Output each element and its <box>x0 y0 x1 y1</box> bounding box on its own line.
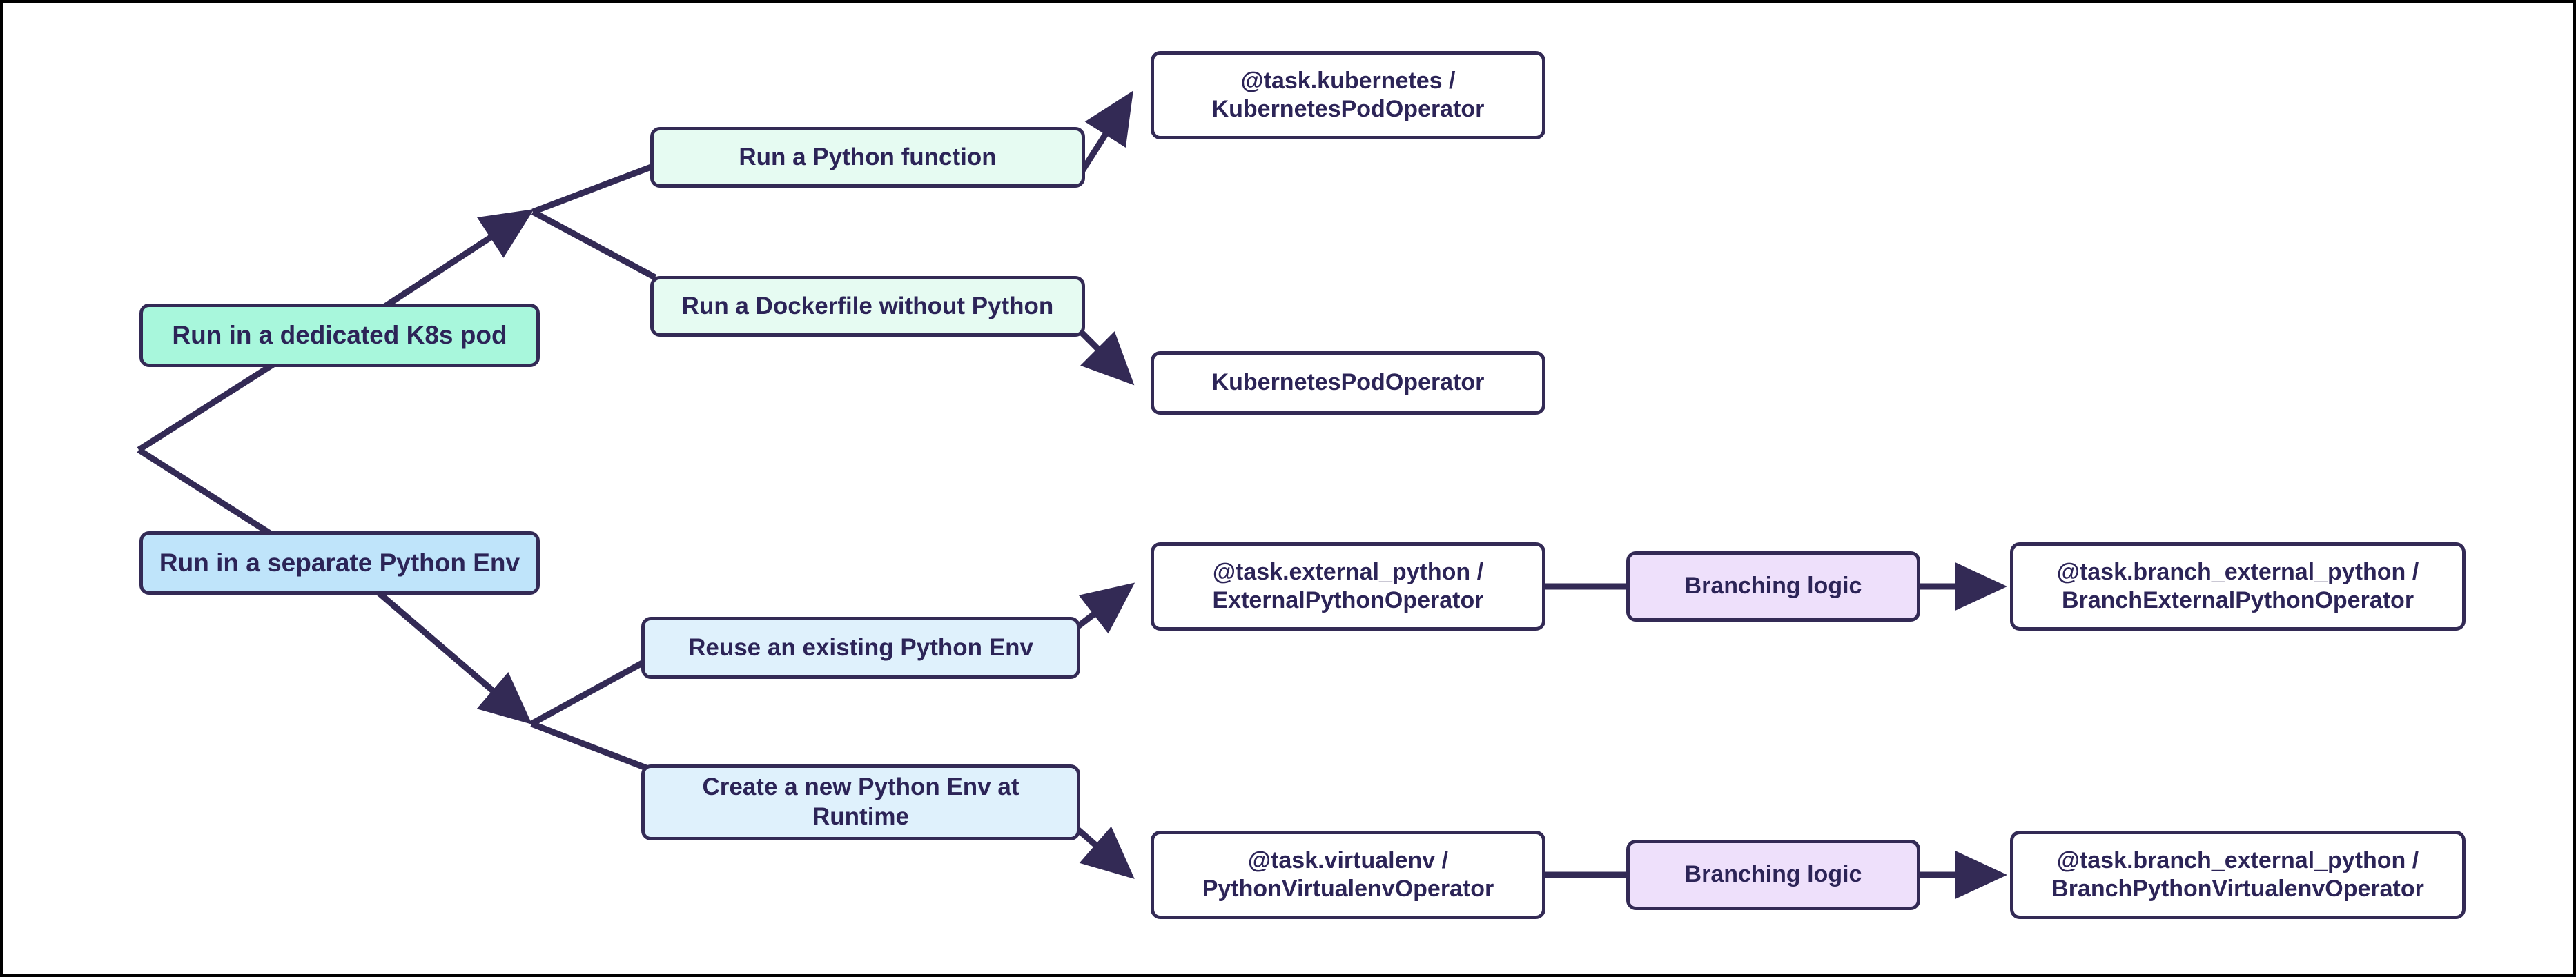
node-reuse-existing-python-env[interactable]: Reuse an existing Python Env <box>641 617 1080 679</box>
node-branching-logic-top-label: Branching logic <box>1684 573 1862 600</box>
node-dedicated-k8s-pod-label: Run in a dedicated K8s pod <box>172 321 507 350</box>
node-branch-external-python-operator[interactable]: @task.branch_external_python / BranchExt… <box>2010 542 2466 631</box>
node-reuse-existing-python-env-label: Reuse an existing Python Env <box>688 633 1033 661</box>
edge-fork-to-run-dockerfile <box>531 209 657 280</box>
node-task-external-python-operator[interactable]: @task.external_python / ExternalPythonOp… <box>1151 542 1545 631</box>
edge-run-python-function-to-task-kubernetes <box>1079 90 1133 174</box>
node-kubernetes-pod-operator-label: KubernetesPodOperator <box>1211 369 1485 396</box>
edge-reuse-to-external-python-operator <box>1074 582 1135 634</box>
node-separate-python-env[interactable]: Run in a separate Python Env <box>139 531 540 595</box>
node-dedicated-k8s-pod[interactable]: Run in a dedicated K8s pod <box>139 304 540 367</box>
edge-run-dockerfile-to-kubernetes-pod-operator <box>1079 330 1135 386</box>
node-branching-logic-top[interactable]: Branching logic <box>1626 551 1920 622</box>
edge-root-to-dedicated-k8s-pod <box>137 362 275 453</box>
node-run-dockerfile-without-python[interactable]: Run a Dockerfile without Python <box>650 276 1085 337</box>
edge-create-to-virtualenv-operator <box>1074 825 1135 879</box>
node-task-virtualenv-operator-label: @task.virtualenv / PythonVirtualenvOpera… <box>1202 847 1494 902</box>
node-task-kubernetes-operator[interactable]: @task.kubernetes / KubernetesPodOperator <box>1151 51 1545 139</box>
edge-fork-to-reuse-existing-python-env <box>529 658 648 727</box>
node-kubernetes-pod-operator[interactable]: KubernetesPodOperator <box>1151 351 1545 415</box>
node-branch-external-python-operator-label: @task.branch_external_python / BranchExt… <box>2056 558 2419 613</box>
node-create-new-python-env[interactable]: Create a new Python Env at Runtime <box>641 764 1080 840</box>
node-task-virtualenv-operator[interactable]: @task.virtualenv / PythonVirtualenvOpera… <box>1151 831 1545 919</box>
node-branching-logic-bottom-label: Branching logic <box>1684 861 1862 888</box>
node-run-dockerfile-without-python-label: Run a Dockerfile without Python <box>681 292 1054 319</box>
node-create-new-python-env-label: Create a new Python Env at Runtime <box>702 773 1019 830</box>
node-branch-python-virtualenv-operator[interactable]: @task.branch_external_python / BranchPyt… <box>2010 831 2466 919</box>
node-run-python-function-label: Run a Python function <box>739 143 997 170</box>
edge-separate-python-env-to-fork <box>360 575 532 724</box>
edge-root-to-separate-python-env <box>137 447 275 538</box>
node-separate-python-env-label: Run in a separate Python Env <box>159 549 520 578</box>
node-branch-python-virtualenv-operator-label: @task.branch_external_python / BranchPyt… <box>2051 847 2424 902</box>
node-run-python-function[interactable]: Run a Python function <box>650 127 1085 188</box>
node-task-kubernetes-operator-label: @task.kubernetes / KubernetesPodOperator <box>1211 67 1485 122</box>
node-branching-logic-bottom[interactable]: Branching logic <box>1626 840 1920 910</box>
node-task-external-python-operator-label: @task.external_python / ExternalPythonOp… <box>1212 558 1484 613</box>
edge-fork-to-create-new-python-env <box>530 720 650 772</box>
